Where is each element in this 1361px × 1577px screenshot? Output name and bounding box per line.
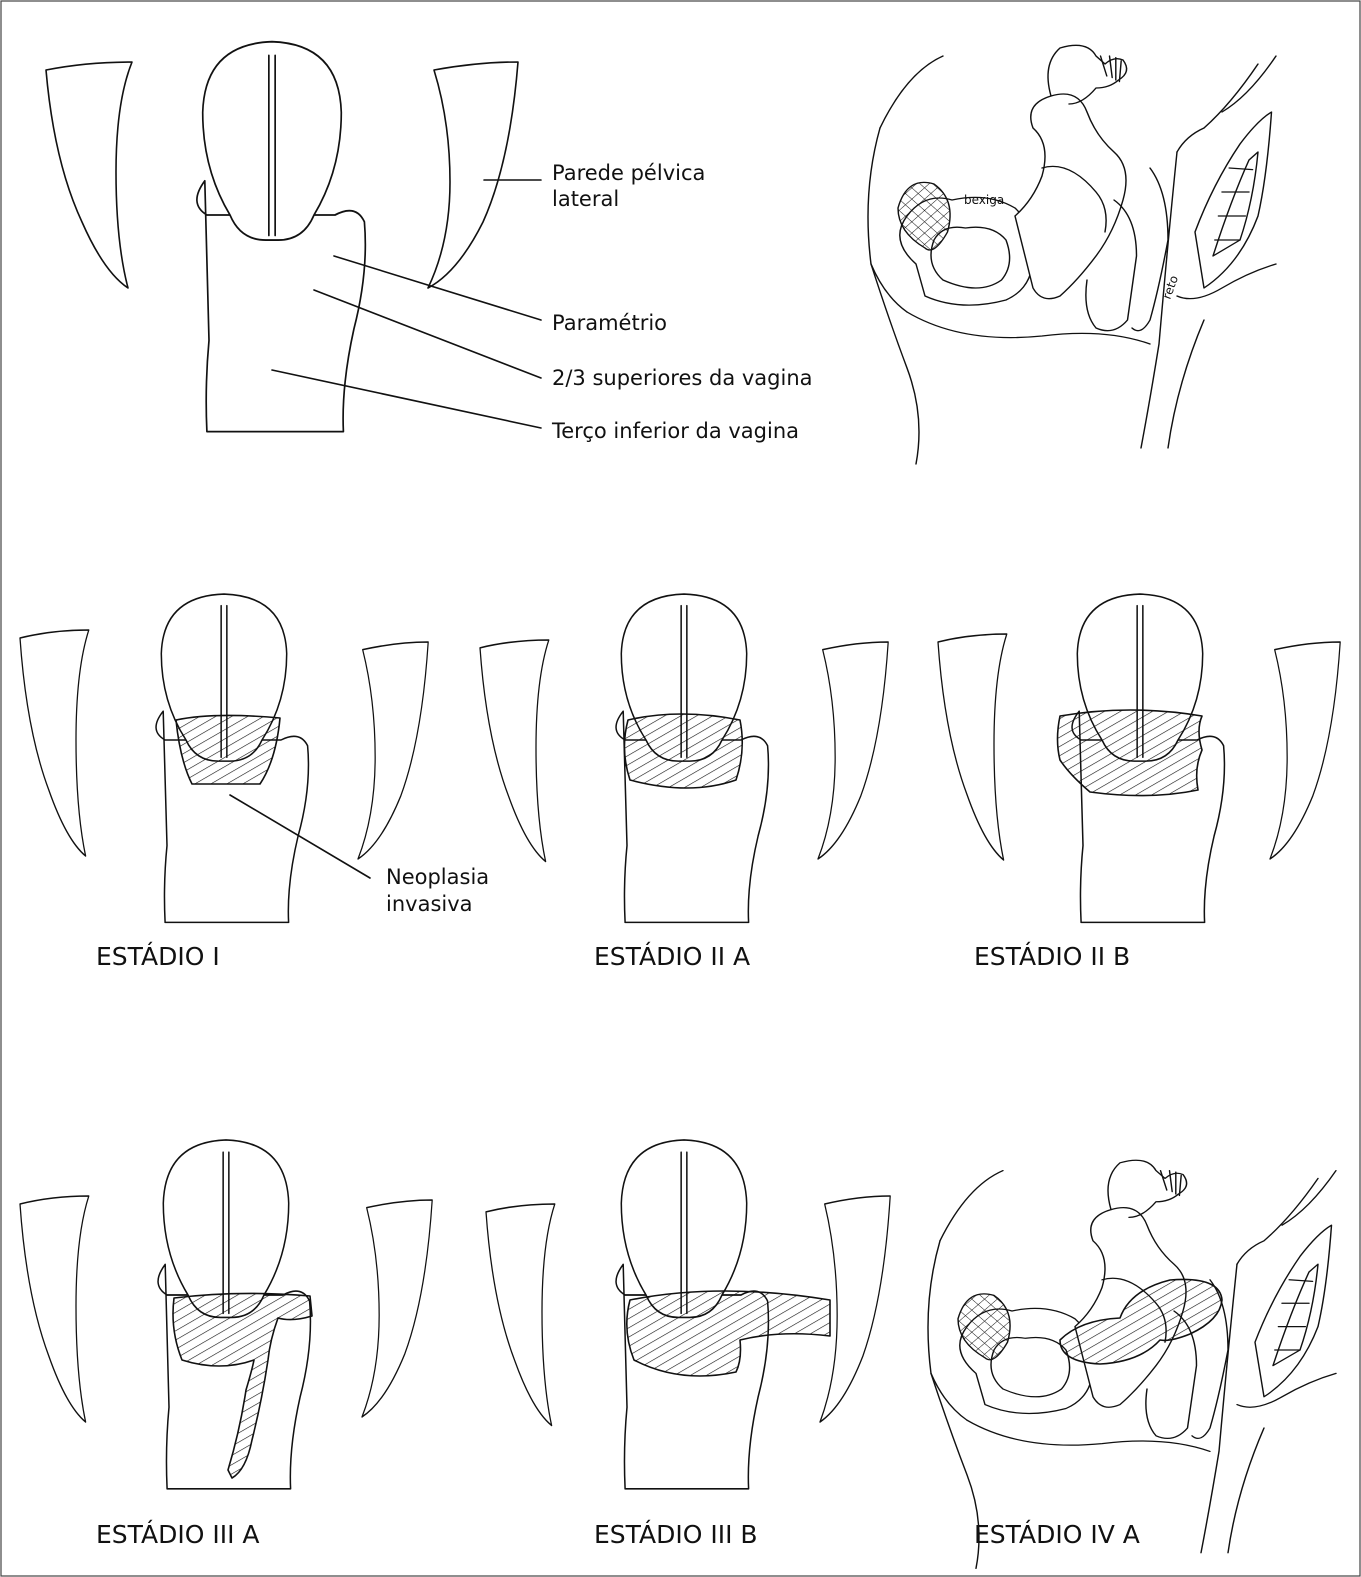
- cervix-vagina: [197, 42, 365, 432]
- legend-diagram: Parede pélvica lateral Paramétrio 2/3 su…: [46, 42, 1276, 464]
- label-parede-pelvica-2: lateral: [552, 187, 619, 211]
- stage-iia-label: ESTÁDIO II A: [594, 942, 750, 971]
- stage-iva-label: ESTÁDIO IV A: [974, 1520, 1140, 1549]
- sagittal-pelvis: [868, 45, 1276, 464]
- label-parametrio: Paramétrio: [552, 311, 667, 335]
- stage-i-label: ESTÁDIO I: [96, 942, 220, 971]
- label-neoplasia-2: invasiva: [386, 892, 473, 916]
- label-bexiga: bexiga: [964, 193, 1004, 207]
- left-pelvic-wall: [46, 62, 132, 288]
- stage-iiia-label: ESTÁDIO III A: [96, 1520, 260, 1549]
- stage-iib-label: ESTÁDIO II B: [974, 942, 1130, 971]
- stage-iib-diagram: [938, 594, 1340, 922]
- tumor-stage-iiib: [627, 1291, 830, 1376]
- label-parede-pelvica-1: Parede pélvica: [552, 161, 705, 185]
- stage-iiib-diagram: [486, 1140, 890, 1489]
- label-vagina-inferior: Terço inferior da vagina: [551, 419, 799, 443]
- tumor-stage-iia: [624, 714, 742, 788]
- stage-i-diagram: Neoplasia invasiva: [20, 594, 489, 922]
- tumor-stage-i: [176, 715, 280, 784]
- label-neoplasia-1: Neoplasia: [386, 865, 489, 889]
- stage-iiia-diagram: [20, 1140, 432, 1489]
- tumor-stage-iib: [1058, 710, 1203, 796]
- stage-iiib-label: ESTÁDIO III B: [594, 1520, 758, 1549]
- label-vagina-superior: 2/3 superiores da vagina: [552, 366, 813, 390]
- stage-iia-diagram: [480, 594, 888, 922]
- right-pelvic-wall: [428, 62, 518, 288]
- stage-iva-diagram: [928, 1160, 1336, 1568]
